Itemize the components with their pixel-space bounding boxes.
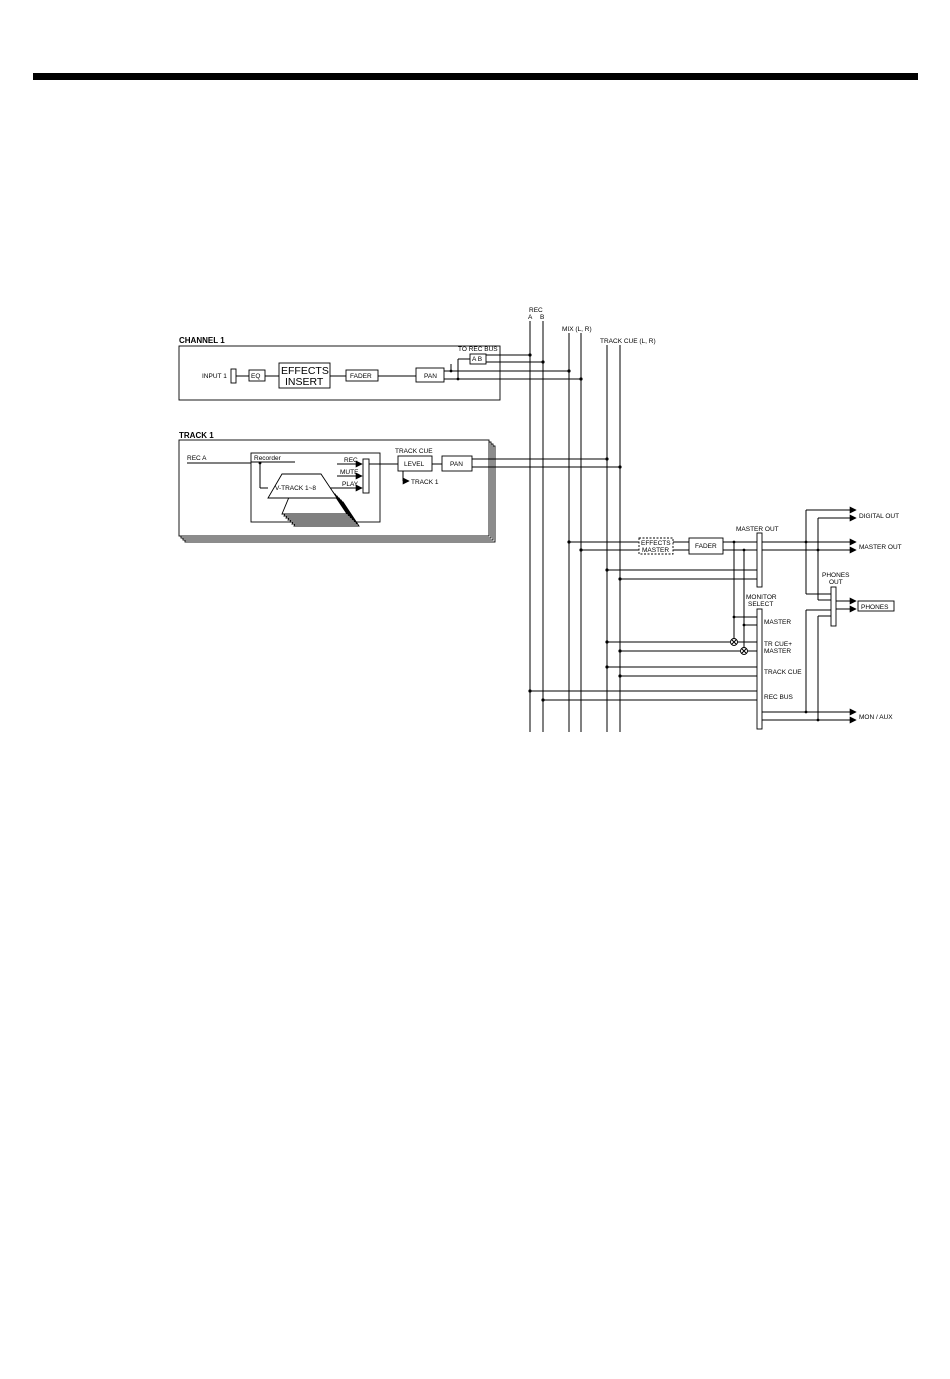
track-cue-bus-label: TRACK CUE (L, R) [600, 338, 656, 345]
phones-output-label: PHONES [861, 604, 889, 611]
monitor-trcue-line2: MASTER [764, 648, 791, 655]
track-section: TRACK 1 REC A Recorder [178, 431, 622, 543]
mute-switch-label: MUTE [340, 469, 359, 476]
input-jack [230, 368, 237, 384]
vertical-buses [529, 321, 621, 732]
master-out-label: MASTER OUT [736, 526, 779, 533]
channel-section: CHANNEL 1 INPUT 1 EQ EFFECTS INSERT FADE… [178, 336, 583, 401]
track-pan-block [441, 455, 473, 472]
mix-bus-label: MIX (L, R) [562, 326, 592, 333]
effects-insert-line1: EFFECTS [281, 365, 329, 377]
phones-out-switch [830, 586, 837, 627]
play-switch-label: PLAY [342, 481, 359, 488]
effects-insert-line2: INSERT [285, 376, 324, 388]
monitor-select-switch [756, 608, 763, 730]
track-title: TRACK 1 [179, 431, 214, 440]
rec-ab-label: A B [472, 356, 482, 363]
monitor-select-line1: MONITOR [746, 594, 777, 601]
rec-bus-label: REC [529, 307, 543, 314]
phones-out-line2: OUT [829, 579, 843, 586]
effects-master-line2: MASTER [642, 547, 669, 554]
monitor-master-label: MASTER [764, 619, 791, 626]
monitor-select-line2: SELECT [748, 601, 773, 608]
phones-out-line1: PHONES [822, 572, 850, 579]
track-selector-switch [362, 458, 370, 494]
input-label: INPUT 1 [202, 373, 227, 380]
master-fader-block [688, 537, 724, 555]
mon-aux-output-label: MON / AUX [859, 714, 893, 721]
channel-title: CHANNEL 1 [179, 336, 225, 345]
level-label: LEVEL [404, 461, 425, 468]
to-rec-bus-label: TO REC BUS [458, 346, 498, 353]
track-pan-label: PAN [450, 461, 463, 468]
channel-pan-label: PAN [424, 373, 437, 380]
monitor-track-cue-label: TRACK CUE [764, 669, 802, 676]
track-cue-label: TRACK CUE [395, 448, 433, 455]
header-rule [33, 73, 918, 80]
track-out-label: TRACK 1 [411, 479, 439, 486]
track-rec-a-label: REC A [187, 455, 207, 462]
rec-b-label: B [540, 314, 544, 321]
phones-output-box [857, 600, 895, 612]
eq-label: EQ [251, 373, 260, 380]
rec-a-label: A [528, 314, 533, 321]
master-out-output-label: MASTER OUT [859, 544, 902, 551]
channel-pan-block [415, 367, 445, 383]
master-fader-label: FADER [695, 543, 717, 550]
master-out-switch [756, 532, 763, 588]
recorder-label: Recorder [254, 455, 282, 462]
summing-node-right [740, 647, 748, 655]
vtrack-label: V-TRACK 1~8 [275, 485, 316, 492]
digital-out-label: DIGITAL OUT [859, 513, 899, 520]
effects-master-line1: EFFECTS [641, 540, 671, 547]
effects-master-block [638, 537, 674, 555]
monitor-rec-bus-label: REC BUS [764, 694, 794, 701]
channel-fader-label: FADER [350, 373, 372, 380]
rec-switch-label: REC [344, 457, 358, 464]
summing-node-left [730, 638, 738, 646]
monitor-trcue-line1: TR CUE+ [764, 641, 792, 648]
vtrack-stack [267, 473, 360, 527]
master-section: EFFECTS MASTER FADER MASTER OUT [528, 506, 857, 730]
